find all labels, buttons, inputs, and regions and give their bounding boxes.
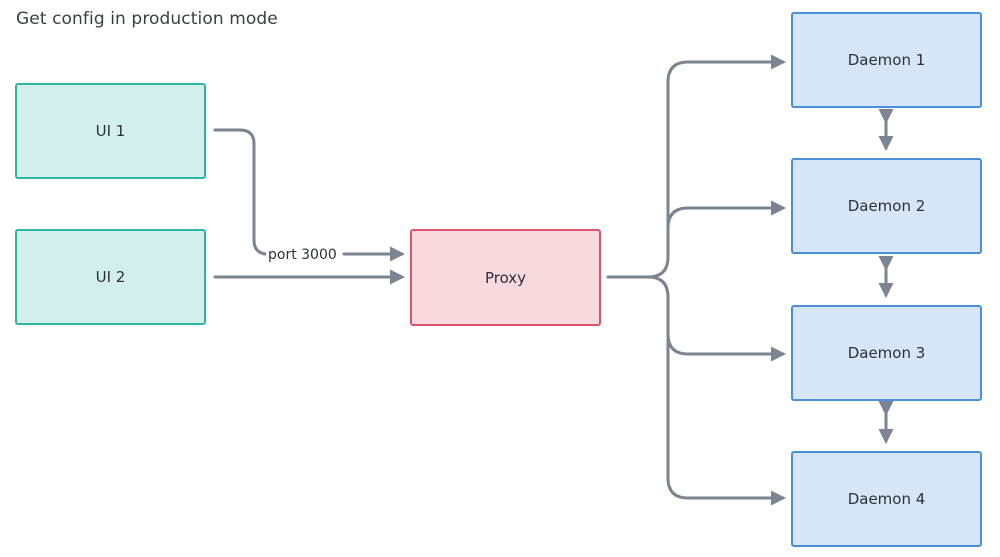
daemon3-node: Daemon 3 xyxy=(791,305,982,401)
port-label: port 3000 xyxy=(266,246,339,264)
daemon2-label: Daemon 2 xyxy=(847,197,926,215)
daemon2-node: Daemon 2 xyxy=(791,158,982,254)
diagram-title: Get config in production mode xyxy=(16,9,278,29)
ui2-label: UI 2 xyxy=(95,268,126,286)
edge-proxy-daemon2 xyxy=(666,200,786,230)
ui1-label: UI 1 xyxy=(95,122,126,140)
daemon4-label: Daemon 4 xyxy=(847,490,926,508)
ui2-node: UI 2 xyxy=(15,229,206,325)
daemon1-node: Daemon 1 xyxy=(791,12,982,108)
edge-proxy-trunk xyxy=(606,54,786,279)
daemon4-node: Daemon 4 xyxy=(791,451,982,547)
proxy-node: Proxy xyxy=(410,229,601,326)
edge-proxy-daemon4 xyxy=(666,332,786,506)
edge-ui1-proxy xyxy=(213,128,270,256)
daemon3-label: Daemon 3 xyxy=(847,344,926,362)
proxy-label: Proxy xyxy=(484,268,527,287)
ui1-node: UI 1 xyxy=(15,83,206,179)
daemon1-label: Daemon 1 xyxy=(847,51,926,69)
